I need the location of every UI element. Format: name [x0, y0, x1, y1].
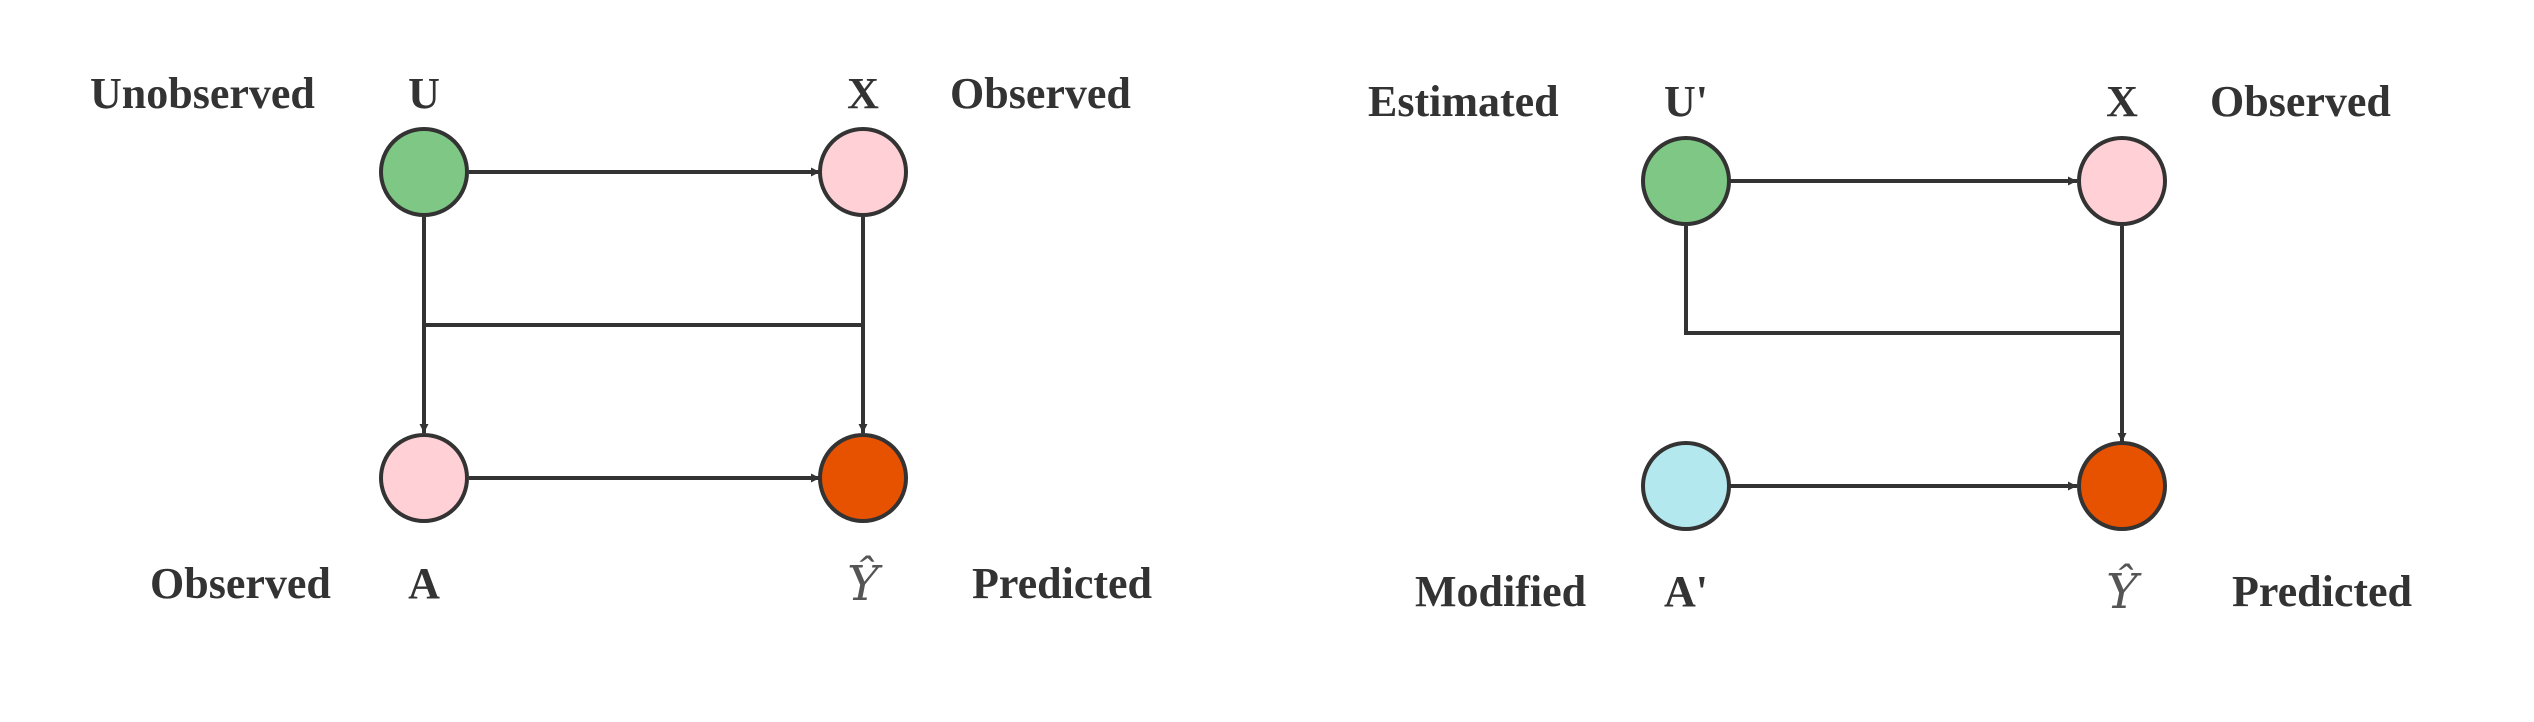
- right-x-var: X: [2106, 77, 2138, 126]
- right-node-u: [1641, 136, 1731, 226]
- right-x-desc: Observed: [2210, 77, 2391, 126]
- right-edge-u-x-join: [1684, 226, 2122, 335]
- left-u-desc: Unobserved: [90, 69, 315, 118]
- left-y-desc: Predicted: [972, 559, 1152, 608]
- right-u-desc: Estimated: [1368, 77, 1559, 126]
- left-a-desc: Observed: [150, 559, 331, 608]
- left-graph: Unobserved U X Observed Observed A Ŷ Pre…: [90, 69, 1152, 612]
- left-x-desc: Observed: [950, 69, 1131, 118]
- right-a-desc: Modified: [1415, 567, 1586, 616]
- left-node-u: [379, 127, 469, 217]
- right-node-x: [2077, 136, 2167, 226]
- right-y-var: Ŷ: [2106, 562, 2142, 620]
- right-u-var: U': [1664, 77, 1708, 126]
- right-y-desc: Predicted: [2232, 567, 2412, 616]
- left-a-var: A: [408, 559, 440, 608]
- left-x-var: X: [847, 69, 879, 118]
- right-a-var: A': [1664, 567, 1708, 616]
- left-y-var: Ŷ: [847, 554, 883, 612]
- left-node-x: [818, 127, 908, 217]
- left-u-var: U: [408, 69, 440, 118]
- right-node-a: [1641, 441, 1731, 531]
- left-node-a: [379, 433, 469, 523]
- right-graph: Estimated U' X Observed Modified A' Ŷ Pr…: [1368, 77, 2412, 620]
- right-node-y: [2077, 441, 2167, 531]
- left-node-y: [818, 433, 908, 523]
